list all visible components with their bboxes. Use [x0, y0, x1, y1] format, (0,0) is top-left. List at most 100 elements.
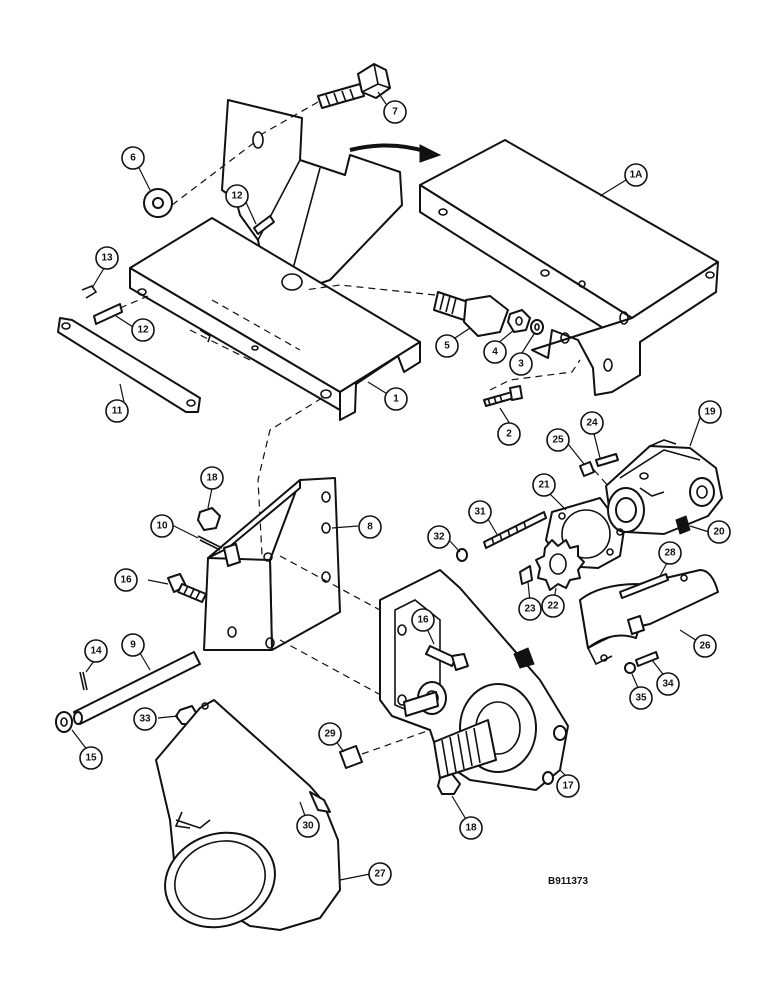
shroud-27 [155, 699, 341, 931]
callout-12-lower: 12 [131, 318, 155, 342]
callout-17: 17 [556, 774, 580, 798]
dash-12 [119, 295, 149, 309]
relocation-arrow [349, 143, 429, 154]
callouts: 7 6 12 1A 13 12 5 4 3 11 1 2 24 19 25 18… [79, 100, 731, 886]
svg-text:15: 15 [85, 753, 97, 764]
callout-19: 19 [698, 400, 722, 424]
dash-7 [261, 101, 319, 135]
callout-26: 26 [693, 634, 717, 658]
svg-text:31: 31 [474, 507, 486, 518]
pin-14 [79, 671, 88, 691]
svg-text:2: 2 [506, 429, 512, 440]
svg-text:3: 3 [518, 359, 524, 370]
callout-35: 35 [629, 686, 653, 710]
svg-text:34: 34 [662, 679, 674, 690]
nut-18-upper [197, 507, 221, 531]
callout-33: 33 [133, 707, 157, 731]
svg-text:35: 35 [635, 693, 647, 704]
callout-18-lower: 18 [459, 816, 483, 840]
svg-text:12: 12 [231, 191, 243, 202]
callout-20: 20 [707, 520, 731, 544]
figure-id-label: B911373 [548, 876, 589, 887]
callout-3: 3 [509, 352, 533, 376]
svg-text:6: 6 [130, 153, 136, 164]
svg-text:28: 28 [664, 548, 676, 559]
svg-text:21: 21 [538, 480, 550, 491]
svg-text:25: 25 [552, 435, 564, 446]
svg-text:18: 18 [465, 823, 477, 834]
callout-8: 8 [358, 515, 382, 539]
washer-35 [624, 662, 636, 674]
washer-25 [579, 461, 595, 477]
svg-text:1: 1 [393, 394, 399, 405]
callout-15: 15 [79, 746, 103, 770]
bolt-2 [483, 385, 523, 407]
svg-text:4: 4 [492, 347, 498, 358]
callout-23: 23 [518, 597, 542, 621]
svg-text:26: 26 [699, 641, 711, 652]
svg-text:30: 30 [302, 821, 314, 832]
bar-11 [57, 317, 201, 413]
pin-29 [339, 745, 363, 769]
stud-31 [483, 511, 547, 549]
callout-30: 30 [296, 814, 320, 838]
svg-text:24: 24 [586, 418, 598, 429]
callout-13: 13 [95, 246, 119, 270]
bolt-5 [433, 291, 509, 337]
channel-1a [419, 139, 719, 396]
u-bracket-8 [203, 477, 341, 651]
svg-text:10: 10 [156, 521, 168, 532]
stub-8 [223, 543, 241, 567]
svg-text:18: 18 [206, 473, 218, 484]
callout-18: 18 [200, 466, 224, 490]
pin-10 [197, 535, 223, 551]
callout-14: 14 [84, 639, 108, 663]
dash-8-gearbox-b [279, 639, 391, 701]
callout-1: 1 [384, 387, 408, 411]
washer-6 [143, 188, 173, 218]
svg-text:20: 20 [713, 527, 725, 538]
callout-16: 16 [114, 568, 138, 592]
dash-pump [593, 469, 611, 489]
svg-text:1A: 1A [630, 170, 643, 181]
callout-31: 31 [468, 500, 492, 524]
callout-5: 5 [435, 334, 459, 358]
bolt-28 [619, 573, 669, 599]
callout-9: 9 [121, 633, 145, 657]
cotter-13 [81, 285, 98, 299]
cover-26 [579, 569, 719, 666]
svg-text:5: 5 [444, 341, 450, 352]
washer-3 [530, 319, 544, 335]
pin-12-lower [93, 303, 123, 325]
callout-2: 2 [497, 422, 521, 446]
svg-text:13: 13 [101, 253, 113, 264]
svg-text:16: 16 [417, 615, 429, 626]
channel-1 [129, 217, 421, 421]
pin-12-upper [253, 215, 275, 235]
dash-29 [361, 729, 431, 755]
svg-text:32: 32 [433, 532, 445, 543]
callout-22: 22 [541, 594, 565, 618]
svg-text:7: 7 [392, 107, 398, 118]
callout-32: 32 [427, 525, 451, 549]
gear-22 [535, 539, 585, 591]
callout-16-right: 16 [411, 608, 435, 632]
svg-text:11: 11 [112, 406, 123, 417]
callout-1a: 1A [624, 163, 648, 187]
svg-text:14: 14 [90, 646, 102, 657]
dash-8-gearbox-a [279, 555, 381, 611]
svg-text:33: 33 [139, 714, 151, 725]
nut-4 [507, 309, 531, 333]
callout-10: 10 [150, 514, 174, 538]
bolt-24 [595, 453, 619, 467]
callout-25: 25 [546, 428, 570, 452]
dash-6 [171, 141, 256, 206]
svg-text:19: 19 [704, 407, 716, 418]
callout-27: 27 [368, 862, 392, 886]
svg-text:23: 23 [524, 604, 536, 615]
washer-15 [55, 711, 73, 733]
svg-text:8: 8 [367, 522, 373, 533]
callout-6: 6 [121, 146, 145, 170]
svg-text:9: 9 [130, 640, 136, 651]
